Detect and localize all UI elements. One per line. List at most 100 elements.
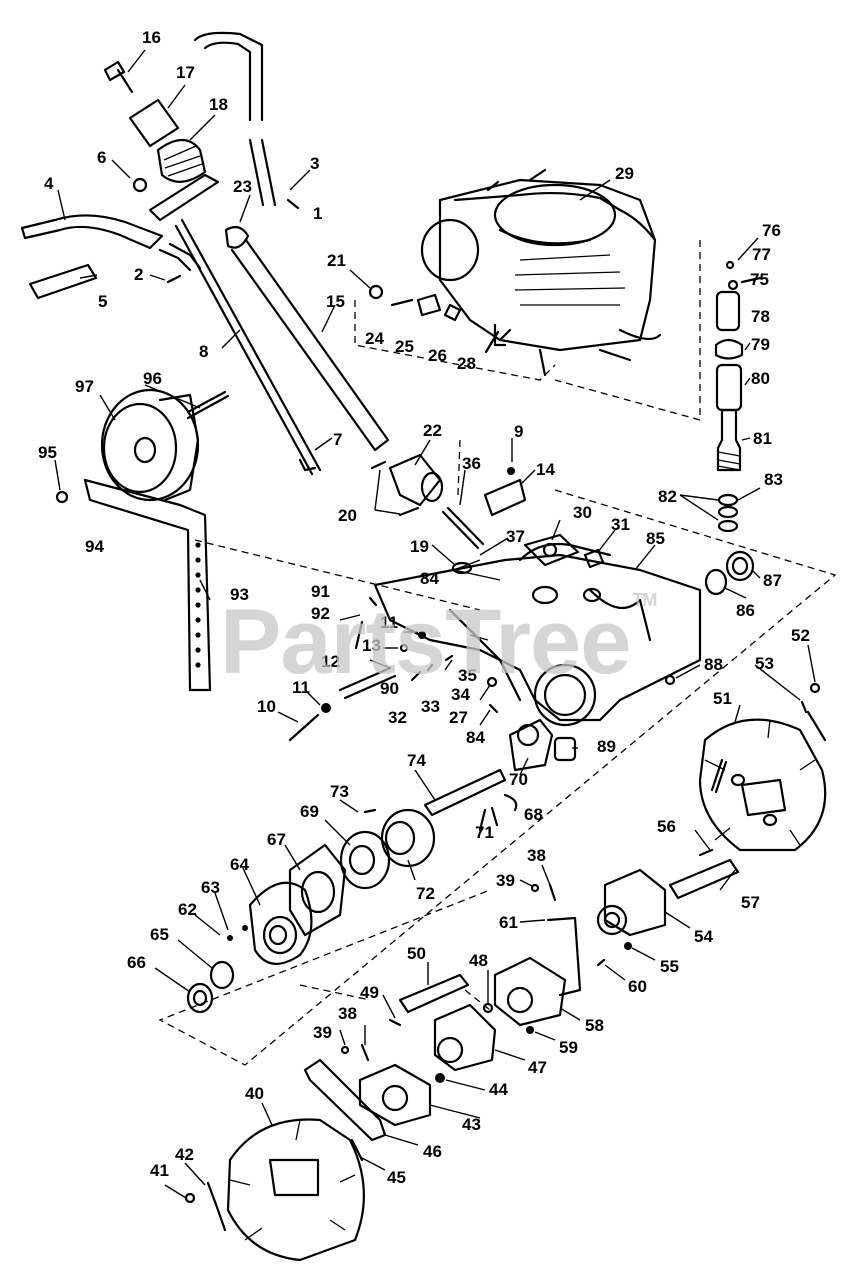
part-label: 54 (694, 927, 713, 946)
part-label: 59 (559, 1038, 578, 1057)
part-label: 20 (338, 506, 357, 525)
part-label: 4 (44, 174, 54, 193)
part-label: 85 (646, 529, 665, 548)
part-label: 19 (410, 537, 429, 556)
part-label: 1 (313, 204, 322, 223)
part-label: 66 (127, 953, 146, 972)
part-label: 83 (764, 470, 783, 489)
part-label: 87 (763, 571, 782, 590)
part-label: 96 (143, 369, 162, 388)
handle-assembly (20, 31, 390, 476)
part-label: 52 (791, 626, 810, 645)
part-label: 13 (362, 636, 381, 655)
part-label: 26 (428, 346, 447, 365)
part-label: 38 (338, 1004, 357, 1023)
part-label: 89 (597, 737, 616, 756)
part-label: 43 (462, 1115, 481, 1134)
gear-cover (248, 881, 313, 965)
part-label: 50 (407, 944, 426, 963)
part-label: 35 (458, 666, 477, 685)
part-label: 12 (321, 652, 340, 671)
part-label: 77 (752, 245, 771, 264)
part-label: 72 (416, 884, 435, 903)
part-label: 84 (466, 728, 485, 747)
part-label: 39 (496, 871, 515, 890)
part-label: 47 (528, 1058, 547, 1077)
part-label: 22 (423, 421, 442, 440)
part-label: 91 (311, 582, 330, 601)
part-label: 42 (175, 1145, 194, 1164)
part-label: 79 (751, 335, 770, 354)
left-holder-flange (433, 1003, 497, 1072)
part-label: 16 (142, 28, 161, 47)
part-label: 37 (506, 527, 525, 546)
part-label: 73 (330, 782, 349, 801)
part-label: 27 (449, 708, 468, 727)
engine-air-cleaner (420, 218, 480, 282)
part-label: 97 (75, 377, 94, 396)
part-label: 18 (209, 95, 228, 114)
part-label: 14 (536, 460, 555, 479)
part-label: 86 (736, 601, 755, 620)
part-label: 17 (176, 63, 195, 82)
part-label: 44 (489, 1080, 508, 1099)
part-label: 61 (499, 913, 518, 932)
part-label: 60 (628, 977, 647, 996)
handle-grip (28, 263, 98, 300)
part-label: 75 (750, 270, 769, 289)
wheel-bracket (83, 478, 212, 692)
part-label: 71 (475, 823, 494, 842)
part-label: 29 (615, 164, 634, 183)
upper-handle-bar (193, 31, 264, 122)
axle-pin (338, 666, 397, 700)
part-label: 74 (407, 751, 426, 770)
part-label: 90 (380, 679, 399, 698)
shaft-coupling (715, 290, 741, 332)
hardware (288, 284, 500, 742)
gearbox-housing (354, 453, 755, 727)
part-label: 81 (753, 429, 772, 448)
part-label: 46 (423, 1142, 442, 1161)
leader-lines (54, 49, 816, 1199)
part-label: 9 (514, 422, 523, 441)
tine-hub (358, 1063, 432, 1127)
part-label: 93 (230, 585, 249, 604)
part-labels: 1 2 3 4 5 6 7 8 9 10 11 11 12 13 14 15 1… (38, 28, 810, 1187)
part-label: 7 (333, 430, 342, 449)
part-label: 10 (257, 697, 276, 716)
part-label: 21 (327, 251, 346, 270)
part-label: 49 (360, 983, 379, 1002)
engine-blower-housing (493, 183, 617, 247)
part-label: 28 (457, 354, 476, 373)
part-label: 39 (313, 1023, 332, 1042)
shaft-assembly (714, 260, 762, 533)
part-label: 45 (387, 1168, 406, 1187)
part-label: 41 (150, 1161, 169, 1180)
lower-handle (20, 214, 164, 250)
engine-body (438, 178, 657, 352)
part-label: 55 (660, 957, 679, 976)
part-label: 24 (365, 329, 384, 348)
housing-bore (533, 663, 597, 727)
holder-plate (493, 956, 567, 1027)
part-label: 78 (751, 307, 770, 326)
part-label: 15 (326, 292, 345, 311)
chute-elbow (388, 453, 442, 507)
part-label: 64 (230, 855, 249, 874)
part-label: 25 (395, 337, 414, 356)
part-label: 5 (98, 292, 107, 311)
part-label: 8 (199, 342, 208, 361)
part-label: 76 (762, 221, 781, 240)
part-label: 11 (380, 613, 398, 632)
assembly-guide-lines (158, 240, 837, 1066)
part-label: 6 (97, 148, 106, 167)
part-label: 58 (585, 1016, 604, 1035)
part-label: 33 (421, 697, 440, 716)
part-label: 38 (527, 846, 546, 865)
wheel-assembly (55, 388, 230, 692)
handle-tube (230, 238, 390, 452)
part-label: 32 (388, 708, 407, 727)
part-label: 56 (657, 817, 676, 836)
gear-train (186, 718, 577, 1014)
